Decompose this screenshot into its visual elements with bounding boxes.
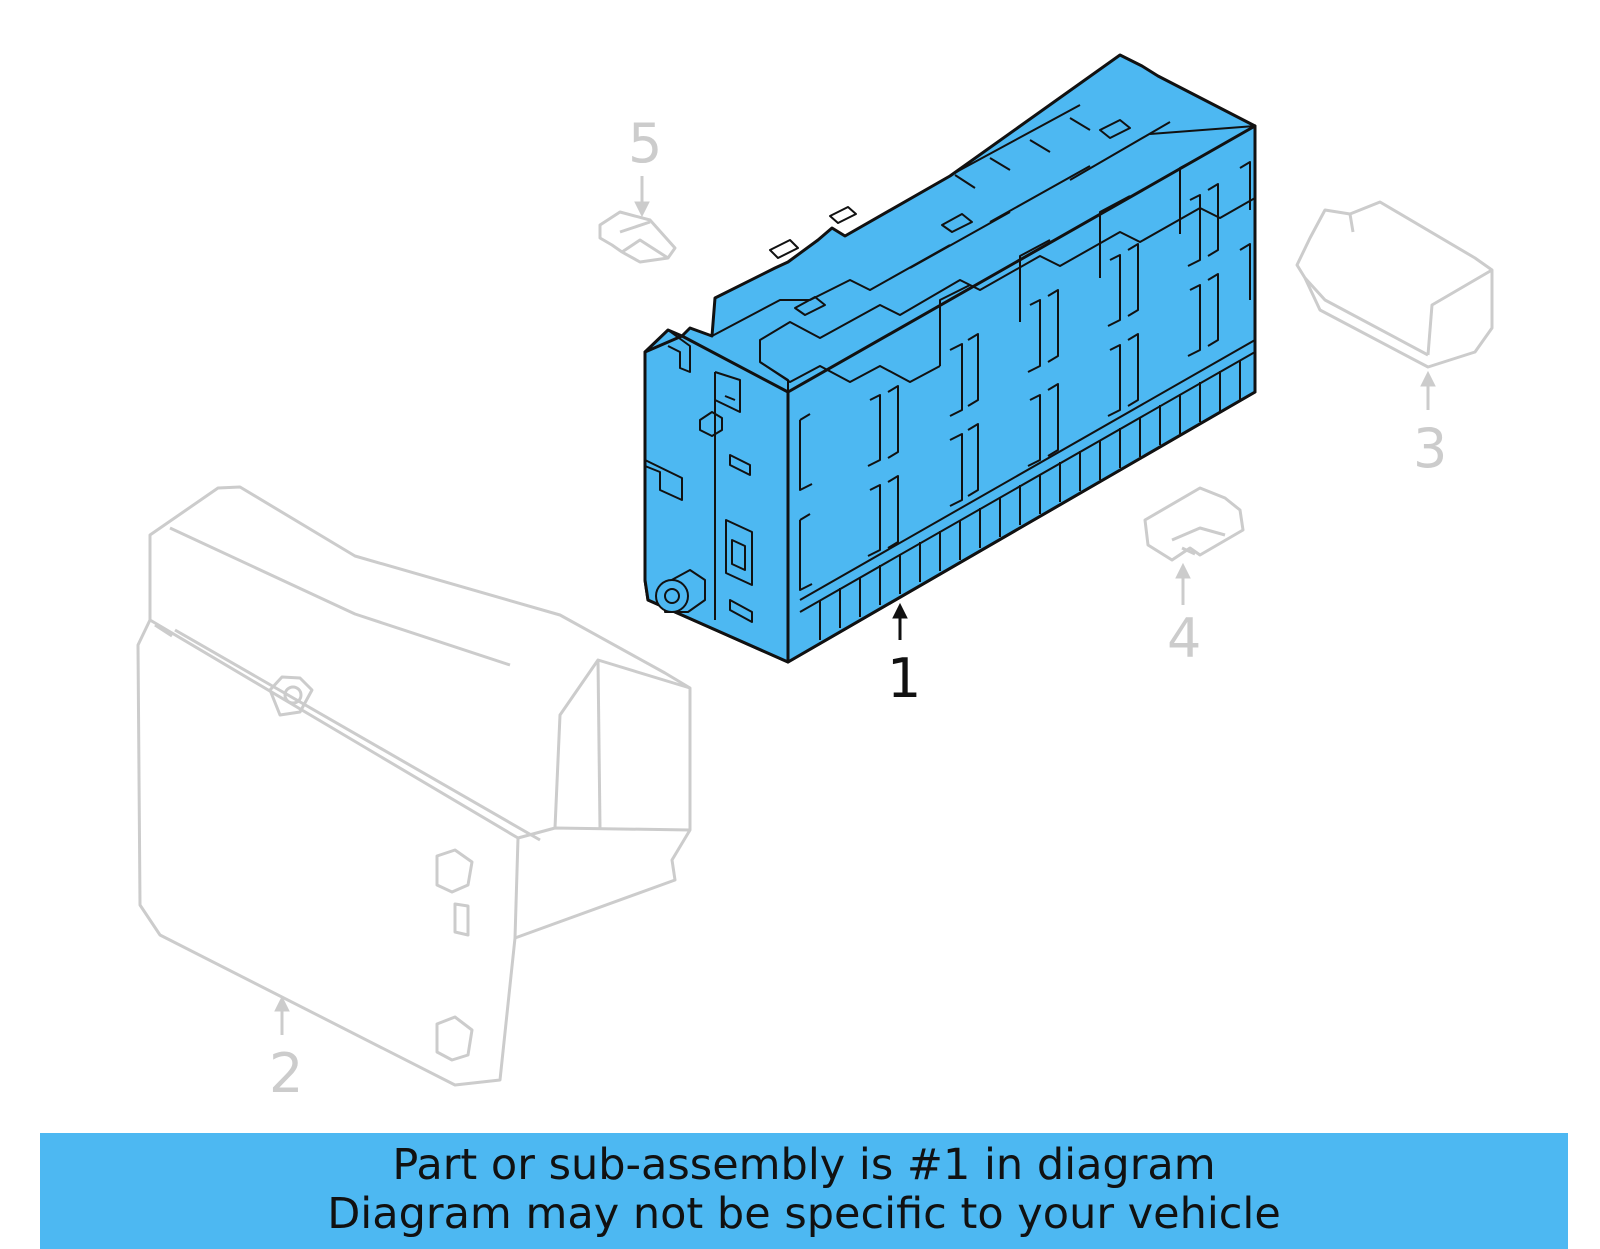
banner-line-1: Part or sub-assembly is #1 in diagram bbox=[392, 1140, 1216, 1190]
arrow-3 bbox=[1420, 370, 1436, 410]
callout-arrows bbox=[274, 176, 1436, 1035]
part-4-clip bbox=[1143, 486, 1245, 562]
callout-4: 4 bbox=[1167, 607, 1201, 670]
part-5-bracket bbox=[598, 210, 677, 264]
part-3-cover bbox=[1295, 200, 1494, 369]
arrow-5 bbox=[634, 176, 650, 218]
callout-5: 5 bbox=[628, 112, 662, 175]
part-1-detail bbox=[644, 104, 1256, 640]
arrow-2 bbox=[274, 995, 290, 1035]
arrow-1 bbox=[892, 602, 908, 640]
part-1-fuse-box bbox=[643, 53, 1257, 664]
callout-3: 3 bbox=[1413, 417, 1447, 480]
arrow-4 bbox=[1175, 562, 1191, 605]
callout-2: 2 bbox=[269, 1042, 303, 1105]
banner-line-2: Diagram may not be specific to your vehi… bbox=[327, 1189, 1281, 1239]
disclaimer-banner: Part or sub-assembly is #1 in diagram Di… bbox=[40, 1133, 1568, 1249]
callout-1: 1 bbox=[887, 647, 921, 710]
part-2-housing bbox=[136, 485, 692, 1087]
